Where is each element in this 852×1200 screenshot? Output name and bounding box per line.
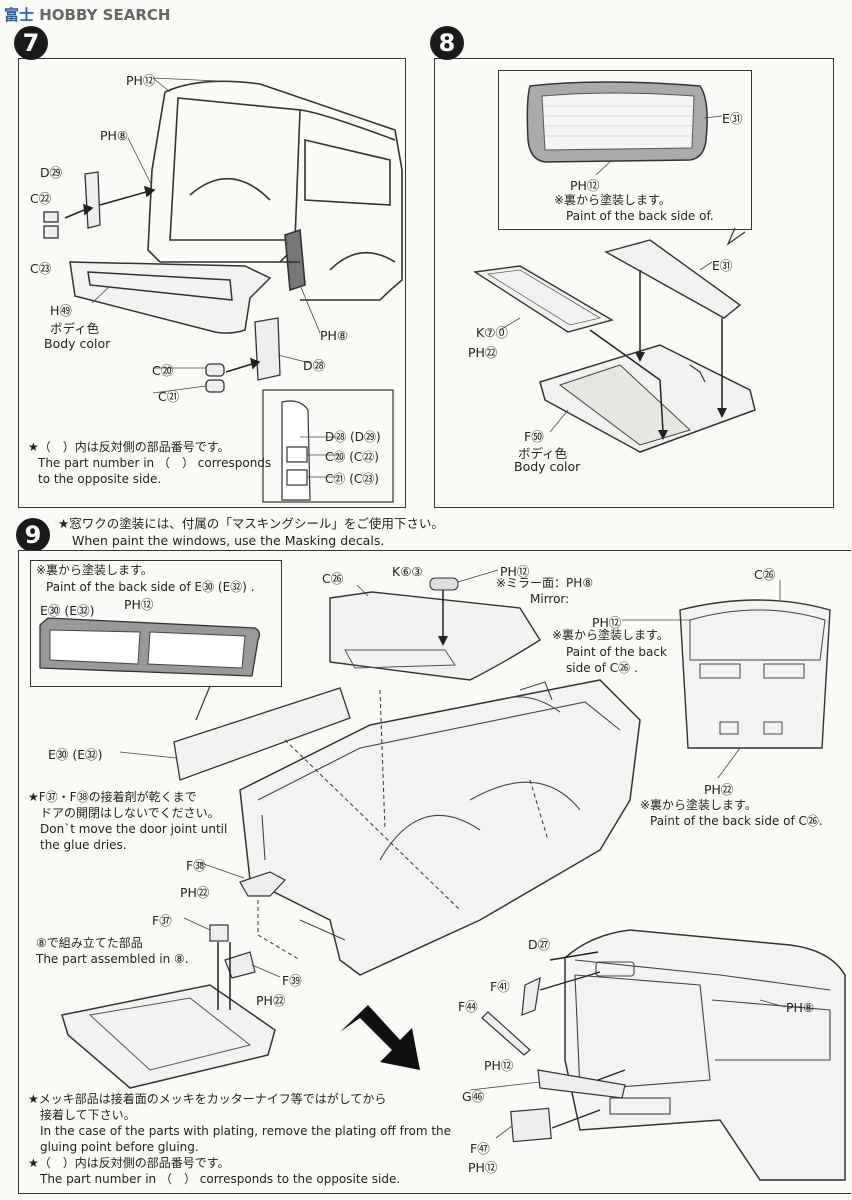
door-note-jp2: ドアの開閉はしないでください。 <box>40 806 220 820</box>
step7-note-en1: The part number in （ ） corresponds <box>38 456 272 470</box>
label-ph12-9a: PH⑫ <box>124 597 154 612</box>
label-ph22-s8: PH㉒ <box>468 345 498 360</box>
backside-en-9c: Paint of the back side of C㉖. <box>650 814 823 828</box>
mirror-jp: ※ミラー面：PH⑧ <box>496 576 594 590</box>
label-ph12-9c: PH⑫ <box>592 615 622 630</box>
inset-row2: C⑳ (C㉒) <box>325 450 379 464</box>
label-ph8: PH⑧ <box>100 128 129 143</box>
step9-header-jp: ★窓ワクの塗装には、付属の「マスキングシール」をご使用下さい。 <box>58 516 444 531</box>
label-f39: F㊴ <box>282 973 302 988</box>
backside-jp-9b: ※裏から塗装します。 <box>552 628 669 642</box>
label-k70: K⑦⓪ <box>476 325 508 340</box>
label-c26a: C㉖ <box>322 571 344 586</box>
opposite-note-jp: ★（ ）内は反対側の部品番号です。 <box>28 1156 230 1170</box>
step7-number: 7 <box>14 26 48 60</box>
step8-number: 8 <box>430 26 464 60</box>
label-f50: F㊿ <box>524 429 544 444</box>
label-ph22-9b: PH㉒ <box>180 885 210 900</box>
label-c26b: C㉖ <box>754 567 776 582</box>
label-e31a: E㉛ <box>722 111 743 126</box>
label-ph12-9b: PH⑫ <box>500 564 530 579</box>
door-note-en1: Don`t move the door joint until <box>40 822 228 836</box>
opposite-note-en: The part number in （ ） corresponds to th… <box>40 1172 401 1186</box>
plating-note-jp2: 接着して下さい。 <box>40 1108 136 1122</box>
door-note-jp1: ★F㊲・F㊳の接着剤が乾くまで <box>28 790 197 804</box>
step9-number: 9 <box>16 518 50 552</box>
step9-header-en: When paint the windows, use the Masking … <box>72 533 385 548</box>
watermark-text: HOBBY SEARCH <box>39 6 171 24</box>
backside-en-9a: Paint of the back side of E㉚ (E㉜) . <box>46 580 255 594</box>
label-c23: C㉓ <box>30 261 52 276</box>
backside-en-s8: Paint of the back side of. <box>566 209 714 223</box>
label-f38: F㊳ <box>186 858 206 873</box>
label-ph12-9d: PH⑫ <box>484 1058 514 1073</box>
step7-note-en2: to the opposite side. <box>38 472 162 486</box>
label-e30-e32b: E㉚ (E㉜) <box>48 747 103 762</box>
plating-note-en2: gluing point before gluing. <box>40 1140 199 1154</box>
backside-jp-9c: ※裏から塗装します。 <box>640 798 757 812</box>
plating-note-jp1: ★メッキ部品は接着面のメッキをカッターナイフ等ではがしてから <box>28 1092 387 1106</box>
mirror-en: Mirror: <box>530 592 570 606</box>
label-c20: C⑳ <box>152 363 174 378</box>
label-k63: K⑥③ <box>392 564 423 579</box>
label-ph8-9: PH⑧ <box>786 1000 815 1015</box>
label-ph12-s8: PH⑫ <box>570 178 600 193</box>
label-d29: D㉙ <box>40 165 63 180</box>
label-f47: F㊼ <box>470 1141 490 1156</box>
step7-note-jp: ★（ ）内は反対側の部品番号です。 <box>28 440 230 454</box>
label-c21: C㉑ <box>158 389 180 404</box>
label-f37: F㊲ <box>152 913 172 928</box>
assembled-jp: ⑧で組み立てた部品 <box>36 936 143 950</box>
label-g56: G㊻ <box>462 1089 485 1104</box>
label-body-color-en-s8: Body color <box>514 459 581 474</box>
inset-row3: C㉑ (C㉓) <box>325 472 379 486</box>
label-e31b: E㉛ <box>712 258 733 273</box>
label-ph22-9c: PH㉒ <box>256 993 286 1008</box>
label-ph12-9e: PH⑫ <box>468 1160 498 1175</box>
label-d28: D㉘ <box>303 358 326 373</box>
backside-en-9b1: Paint of the back <box>566 645 667 659</box>
inset-row1: D㉘ (D㉙) <box>325 430 381 444</box>
watermark-prefix: 富士 <box>4 6 35 24</box>
label-d27: D㉗ <box>528 937 551 952</box>
label-f41: F㊶ <box>490 979 510 994</box>
watermark-logo: 富士 HOBBY SEARCH <box>4 4 170 25</box>
label-ph8b: PH⑧ <box>320 328 349 343</box>
label-e30-e32a: E㉚ (E㉜) <box>40 603 95 618</box>
label-body-color-en: Body color <box>44 336 111 351</box>
label-ph22-9a: PH㉒ <box>704 782 734 797</box>
label-f44: F㊹ <box>458 999 478 1014</box>
label-h59: H㊾ <box>50 303 72 318</box>
plating-note-en1: In the case of the parts with plating, r… <box>40 1124 452 1138</box>
label-ph12: PH⑫ <box>126 73 156 88</box>
assembled-en: The part assembled in ⑧. <box>36 952 189 966</box>
label-c22: C㉒ <box>30 191 52 206</box>
label-body-color-jp-s8: ボディ色 <box>518 446 568 461</box>
backside-jp-9a: ※裏から塗装します。 <box>36 563 153 577</box>
label-body-color-jp: ボディ色 <box>50 321 100 336</box>
backside-en-9b2: side of C㉖ . <box>566 661 638 675</box>
door-note-en2: the glue dries. <box>40 838 127 852</box>
backside-jp-s8: ※裏から塗装します。 <box>554 193 671 207</box>
